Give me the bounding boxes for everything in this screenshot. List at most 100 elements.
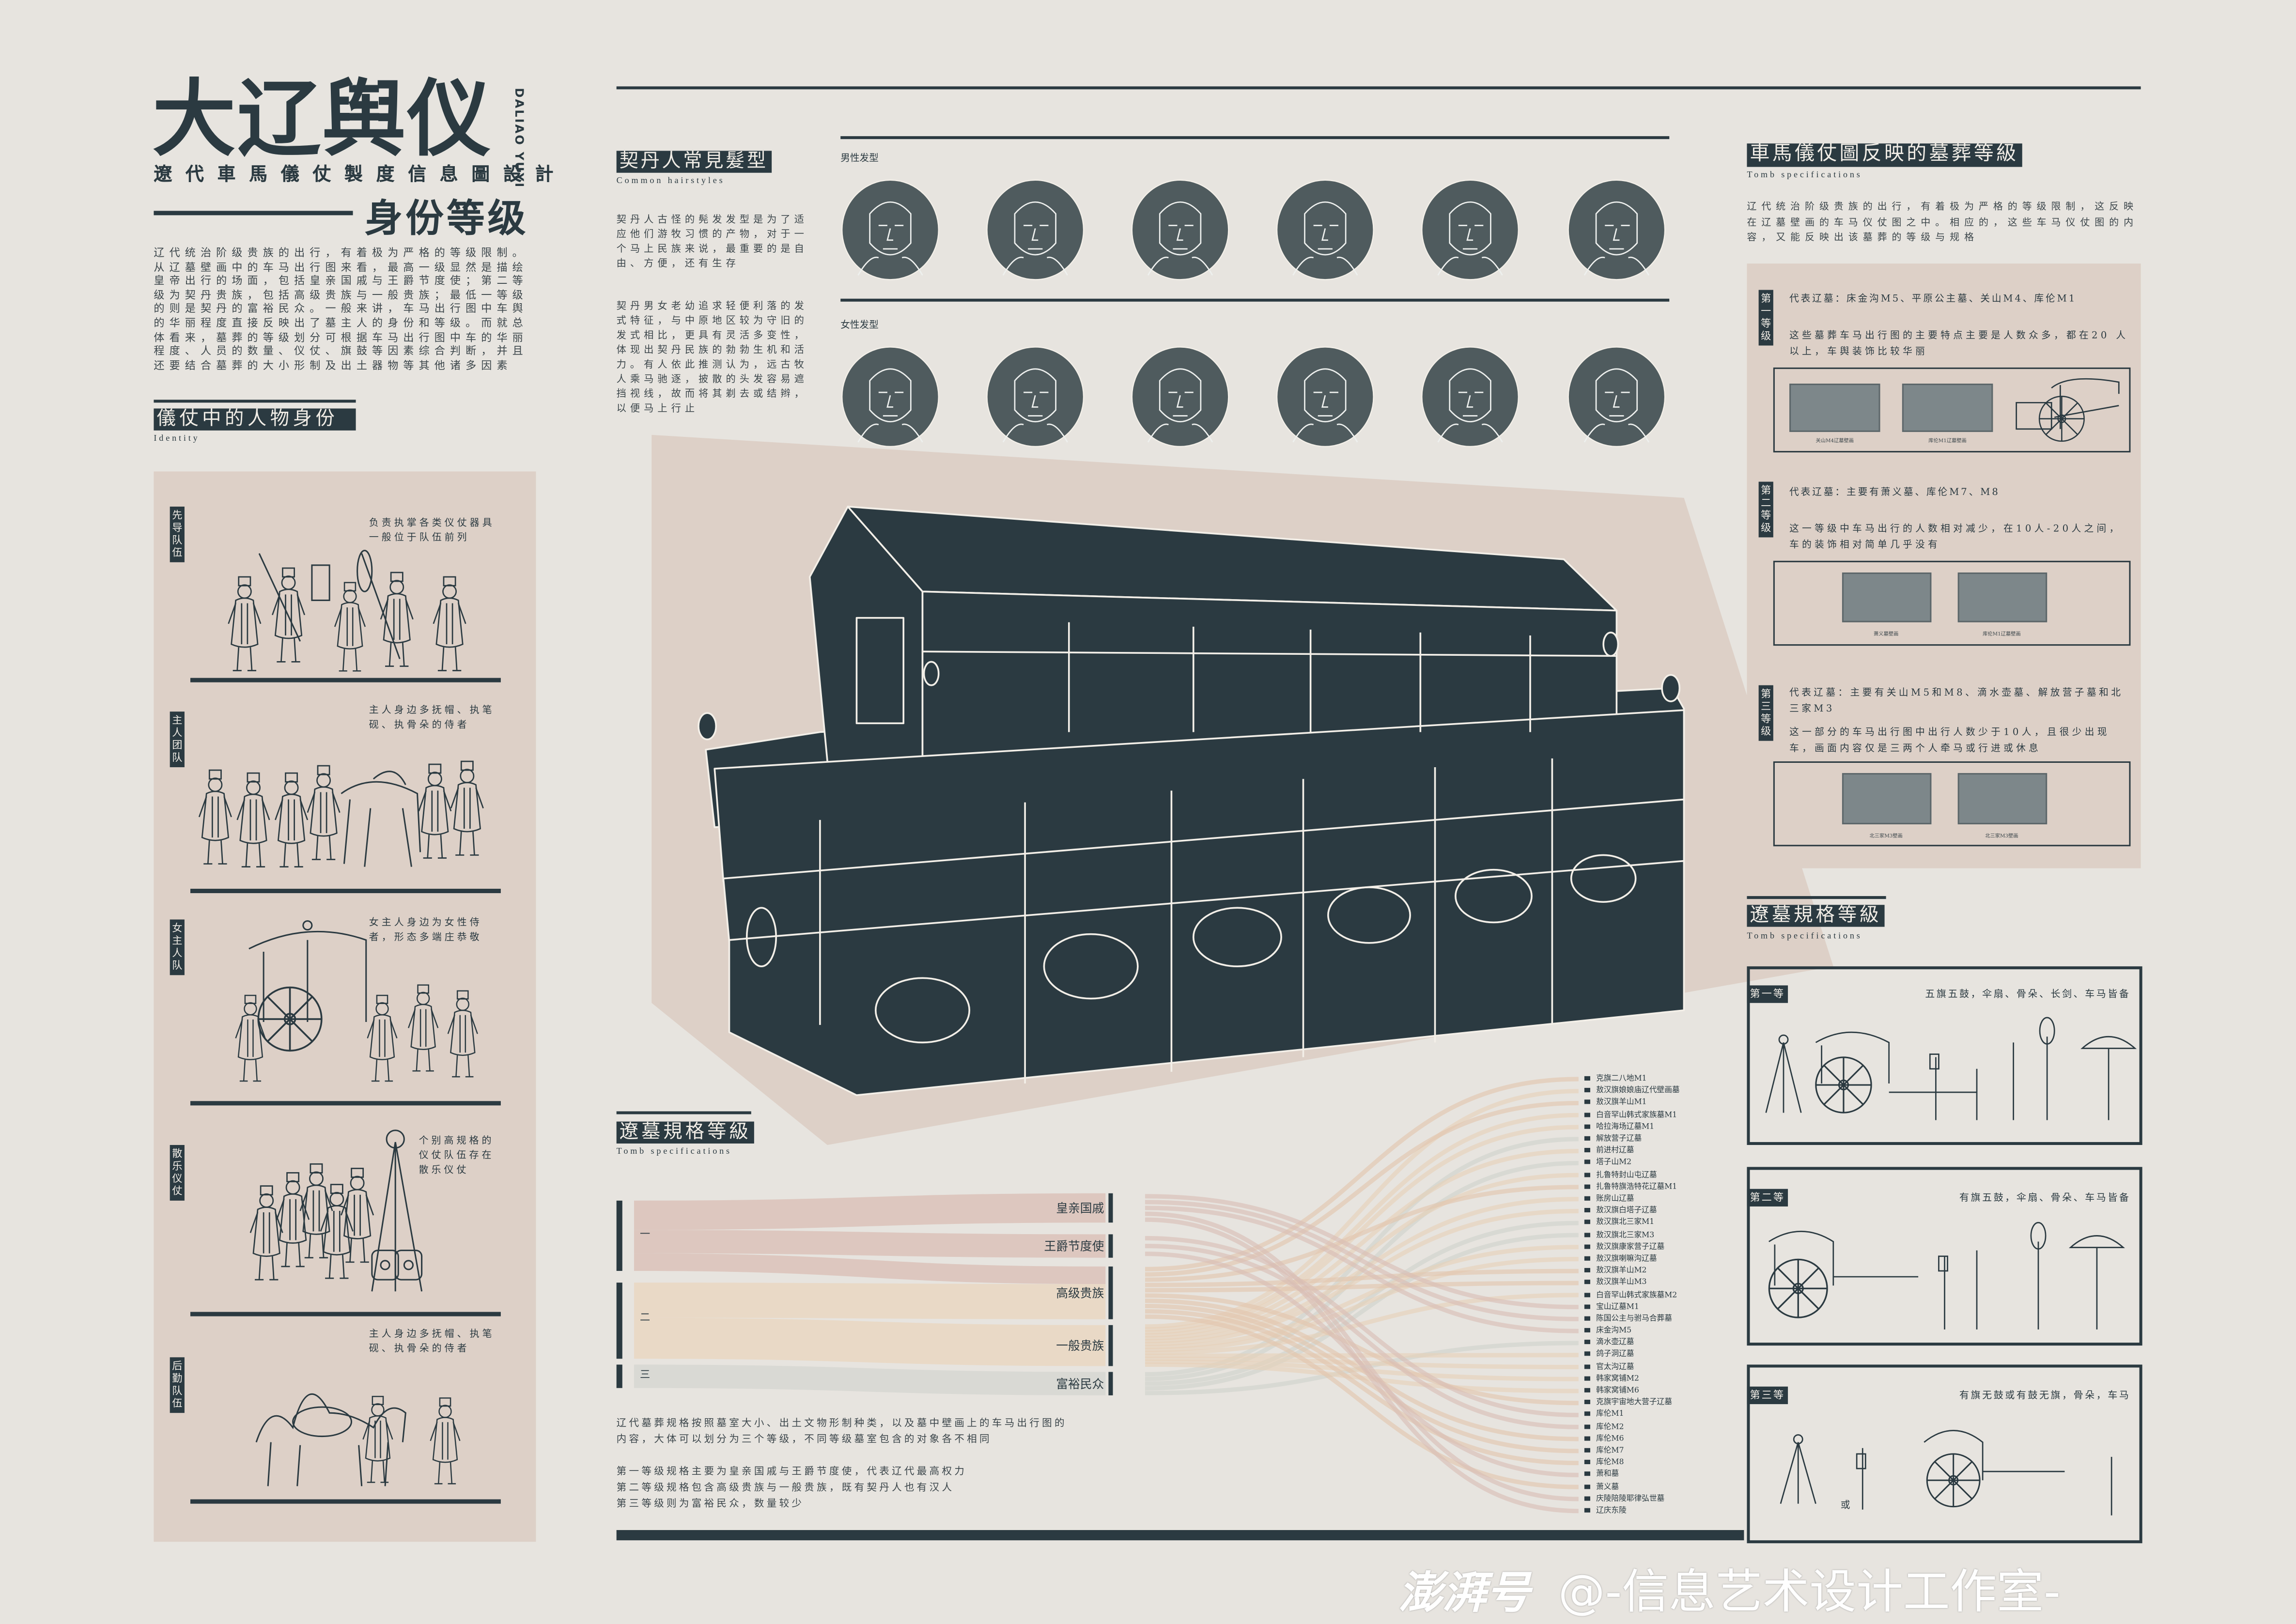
tomb-name: 扎鲁特旗浩特花辽墓M1: [1596, 1182, 1677, 1191]
bullet-icon: [1584, 1088, 1590, 1093]
title-latin-daliao: DALIAO: [512, 88, 526, 147]
tomb-flow-line: [1145, 1194, 1579, 1310]
tier-flow-band: [634, 1283, 1106, 1319]
category-bar: [1108, 1193, 1113, 1223]
tomb-list-item: 库伦M8: [1584, 1459, 1624, 1468]
tomb-list-item: 敖汉旗羊山M1: [1584, 1098, 1647, 1108]
mural-caption: 库伦M1辽墓壁画: [1928, 437, 1967, 444]
male-hairstyle-portrait: [1276, 179, 1374, 280]
identity-tag-vanguard: 先导队伍: [170, 506, 185, 562]
mural-caption: 北三家M3壁画: [1869, 833, 1903, 839]
tomb-name: 账房山辽墓: [1596, 1194, 1634, 1204]
tomb-list-item: 敖汉旗康家营子辽墓: [1584, 1243, 1664, 1252]
mural-image: [1957, 773, 2048, 824]
mural-tier-images-3: [1773, 761, 2131, 847]
tomb-name: 敖汉旗羊山M2: [1596, 1267, 1647, 1276]
regalia-or-label: 或: [1840, 1499, 1850, 1511]
tomb-name: 敖汉旗北三家M3: [1596, 1230, 1655, 1240]
mural-tier-desc-3: 这一部分的车马出行图中出行人数少于10人，且很少出现车，画面内容仅是三两个人牵马…: [1789, 726, 2110, 754]
mural-levels-intro: 辽代统治阶级贵族的出行，有着极为严格的等级限制，这反映在辽墓壁画的车马仪仗图之中…: [1747, 201, 2139, 243]
tomb-name: 解放营子辽墓: [1596, 1134, 1642, 1144]
male-hairstyles-label: 男性发型: [840, 152, 879, 164]
category-bar: [1108, 1266, 1113, 1319]
tomb-list-item: 敖汉旗北三家M3: [1584, 1231, 1654, 1239]
tier-label-2: 二: [640, 1312, 651, 1324]
tomb-name: 辽庆东陵: [1596, 1506, 1627, 1516]
category-label: 王爵节度使: [1044, 1238, 1104, 1253]
tomb-list-item: 敖汉旗羊山M3: [1584, 1279, 1647, 1287]
tomb-name: 床金沟M5: [1596, 1327, 1632, 1336]
female-hairstyles-label: 女性发型: [840, 319, 879, 331]
category-label: 一般贵族: [1056, 1338, 1104, 1353]
identity-divider: [190, 678, 501, 682]
regalia-tag-2: 第二等: [1747, 1189, 1788, 1206]
mural-image: [1902, 384, 1993, 432]
tomb-flow-line: [1145, 1233, 1579, 1391]
bullet-icon: [1584, 1292, 1590, 1297]
regalia-tier-3: [1747, 1364, 2142, 1544]
bullet-icon: [1584, 1448, 1590, 1453]
tomb-name: 库伦M8: [1596, 1458, 1624, 1468]
title-divider: [154, 211, 353, 215]
female-hairstyle-portrait: [986, 346, 1085, 448]
mural-tier-images-1: [1773, 367, 2131, 453]
tomb-flow-line: [1145, 1299, 1579, 1441]
tomb-name: 敖汉旗康家营子辽墓: [1596, 1242, 1665, 1252]
illustration-logistics: [255, 1393, 461, 1486]
tomb-list-item: 库伦M6: [1584, 1435, 1624, 1443]
tomb-name: 滴水壶辽墓: [1596, 1338, 1634, 1347]
tomb-flow-line: [1145, 1149, 1579, 1338]
identity-tag-logistics: 后勤队伍: [170, 1357, 185, 1413]
identity-heading: 儀仗中的人物身份: [154, 408, 356, 431]
identity-subheading: Identity: [154, 434, 200, 444]
bullet-icon: [1584, 1364, 1590, 1369]
category-label: 高级贵族: [1056, 1285, 1104, 1300]
bullet-icon: [1584, 1460, 1590, 1465]
bullet-icon: [1584, 1112, 1590, 1117]
tomb-list-item: 扎鲁特封山屯辽墓: [1584, 1171, 1657, 1179]
tier-bar: [616, 1200, 622, 1271]
mural-caption: 萧义墓壁画: [1873, 631, 1899, 637]
tomb-flow-line: [1145, 1200, 1579, 1321]
bullet-icon: [1584, 1232, 1590, 1237]
tomb-list-item: 敖汉旗喇嘛沟辽墓: [1584, 1254, 1657, 1264]
regalia-rule: [1747, 896, 1886, 899]
bullet-icon: [1584, 1436, 1590, 1441]
top-rule: [616, 86, 2141, 90]
tomb-list-item: 韩家窝铺M2: [1584, 1375, 1639, 1383]
regalia-tier-1: [1747, 966, 2142, 1145]
tomb-name: 官太沟辽墓: [1596, 1362, 1634, 1372]
tomb-name: 敖汉旗娘娘庙辽代壁画墓: [1596, 1086, 1680, 1096]
tomb-name: 扎鲁特封山屯辽墓: [1596, 1171, 1657, 1180]
mural-tier-tag-1: 第一等级: [1758, 290, 1773, 346]
regalia-items-3: [1780, 1430, 2112, 1516]
hairstyles-heading: 契丹人常見髮型: [616, 151, 771, 173]
tomb-list-item: 塔子山M2: [1584, 1159, 1631, 1167]
watermark: 澎湃号 @-信息艺术设计工作室-: [1398, 1555, 2061, 1622]
bullet-icon: [1584, 1496, 1590, 1500]
sarcophagus-illustration: [698, 506, 1685, 1097]
identity-tag-music: 散乐仪仗: [170, 1145, 185, 1201]
intro-paragraph: 辽代统治阶级贵族的出行，有着极为严格的等级限制。从辽墓壁画中的车马出行图来看，最…: [154, 246, 528, 372]
bullet-icon: [1584, 1124, 1590, 1129]
chariot-illustration: [2016, 378, 2120, 442]
bullet-icon: [1584, 1148, 1590, 1153]
mural-caption: 库伦M1辽墓壁画: [1983, 631, 2021, 637]
tomb-name: 萧和墓: [1596, 1470, 1619, 1480]
category-label: 富裕民众: [1056, 1376, 1104, 1391]
tomb-name: 宝山辽墓M1: [1596, 1302, 1639, 1312]
bullet-icon: [1584, 1280, 1590, 1285]
illustration-mistress-team: [235, 920, 479, 1082]
bullet-icon: [1584, 1304, 1590, 1309]
female-hairstyle-portrait: [1421, 346, 1520, 448]
tomb-name: 库伦M2: [1596, 1423, 1624, 1432]
tomb-name: 敖汉旗北三家M1: [1596, 1219, 1655, 1228]
bullet-icon: [1584, 1172, 1590, 1177]
tomb-list-item: 敖汉旗北三家M1: [1584, 1219, 1654, 1227]
bullet-icon: [1584, 1508, 1590, 1513]
tier-flow-band: [634, 1230, 1106, 1258]
regalia-text-3: 有旗无鼓或有鼓无旗，骨朵，车马: [1959, 1389, 2131, 1402]
tomb-list-item: 解放营子辽墓: [1584, 1135, 1642, 1144]
